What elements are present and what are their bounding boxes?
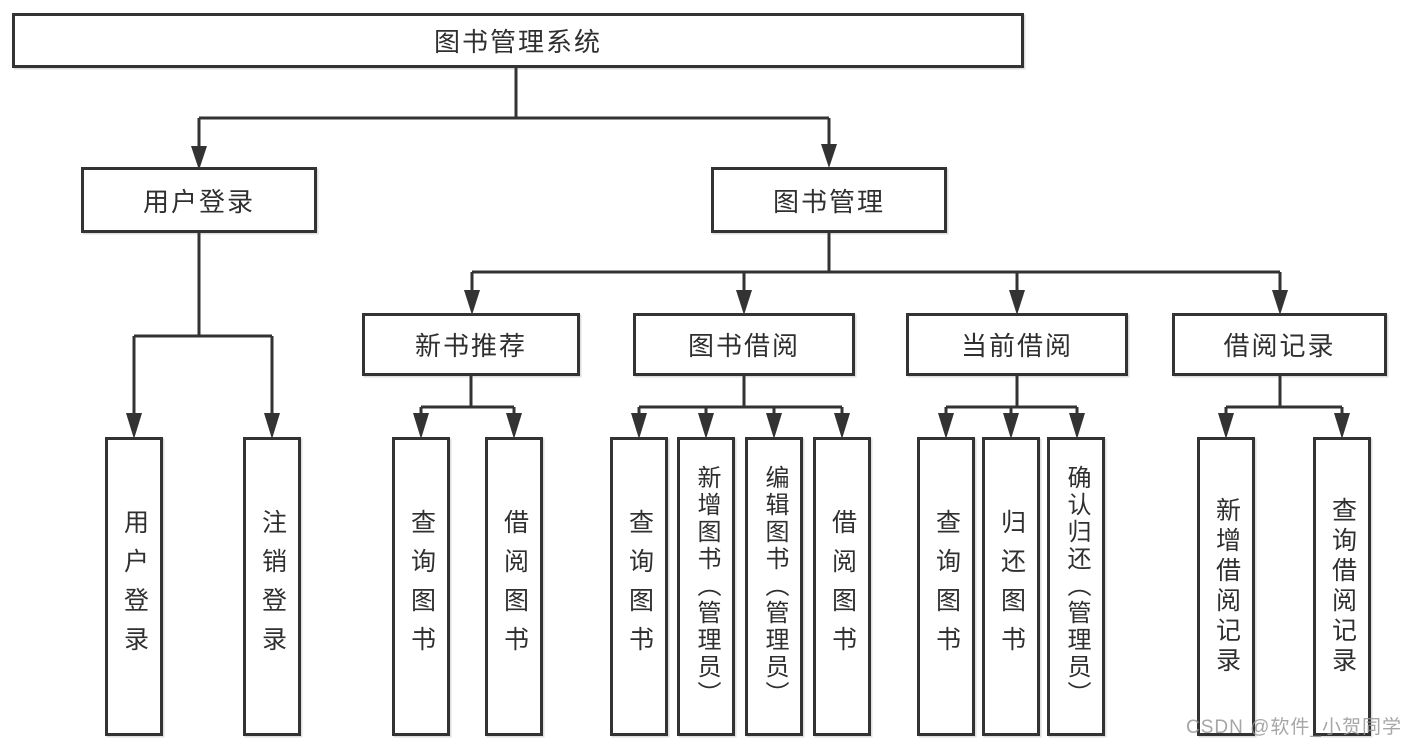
leaf-borrow-books-1: 借阅图书 (485, 437, 543, 736)
node-label: 新增图书（管理员） (693, 465, 720, 708)
node-label: 借阅记录 (1223, 331, 1336, 361)
leaf-add-borrow-record: 新增借阅记录 (1197, 437, 1255, 736)
connector-borrow-record-to-children (1218, 376, 1350, 439)
node-label: 新书推荐 (414, 331, 527, 361)
connector-book-management-to-level3 (464, 233, 1288, 315)
node-label: 查询图书 (407, 508, 436, 665)
node-label: 新增借阅记录 (1212, 496, 1241, 677)
node-label: 查询图书 (932, 508, 961, 665)
node-label: 借阅图书 (828, 508, 857, 665)
node-label: 查询图书 (625, 508, 654, 665)
node-label: 注销登录 (258, 508, 287, 665)
node-user-login: 用户登录 (81, 167, 317, 233)
connector-current-borrow-to-children (938, 376, 1085, 439)
node-label: 图书管理系统 (433, 27, 602, 57)
leaf-edit-books-admin: 编辑图书（管理员） (745, 437, 803, 736)
node-label: 当前借阅 (960, 331, 1073, 361)
leaf-logout: 注销登录 (243, 437, 301, 736)
node-label: 借阅图书 (500, 508, 529, 665)
leaf-borrow-books-2: 借阅图书 (813, 437, 871, 736)
node-label: 查询借阅记录 (1328, 496, 1357, 677)
connector-new-book-to-children (413, 376, 522, 439)
connector-root-to-level2 (191, 68, 837, 170)
node-book-borrowing: 图书借阅 (633, 313, 855, 376)
leaf-query-books-1: 查询图书 (392, 437, 450, 736)
node-library-management-system: 图书管理系统 (12, 13, 1024, 68)
leaf-user-login: 用户登录 (105, 437, 163, 736)
leaf-return-books: 归还图书 (982, 437, 1040, 736)
node-book-management: 图书管理 (711, 167, 947, 233)
node-current-borrowing: 当前借阅 (906, 313, 1128, 376)
connector-book-borrow-to-children (631, 376, 850, 439)
leaf-add-books-admin: 新增图书（管理员） (677, 437, 735, 736)
csdn-watermark: CSDN @软件_小贺同学 (1186, 717, 1402, 738)
node-label: 确认归还（管理员） (1063, 465, 1090, 708)
node-label: 图书借阅 (687, 331, 800, 361)
node-label: 用户登录 (142, 186, 255, 217)
leaf-query-books-3: 查询图书 (917, 437, 975, 736)
node-label: 图书管理 (772, 186, 885, 217)
node-borrowing-records: 借阅记录 (1172, 313, 1387, 376)
node-label: 归还图书 (997, 508, 1026, 665)
leaf-confirm-return-admin: 确认归还（管理员） (1047, 437, 1105, 736)
leaf-query-books-2: 查询图书 (610, 437, 668, 736)
leaf-query-borrow-record: 查询借阅记录 (1313, 437, 1371, 736)
node-label: 用户登录 (120, 508, 149, 665)
connector-user-login-to-children (126, 233, 280, 439)
node-new-book-recommend: 新书推荐 (362, 313, 580, 376)
node-label: 编辑图书（管理员） (761, 465, 788, 708)
